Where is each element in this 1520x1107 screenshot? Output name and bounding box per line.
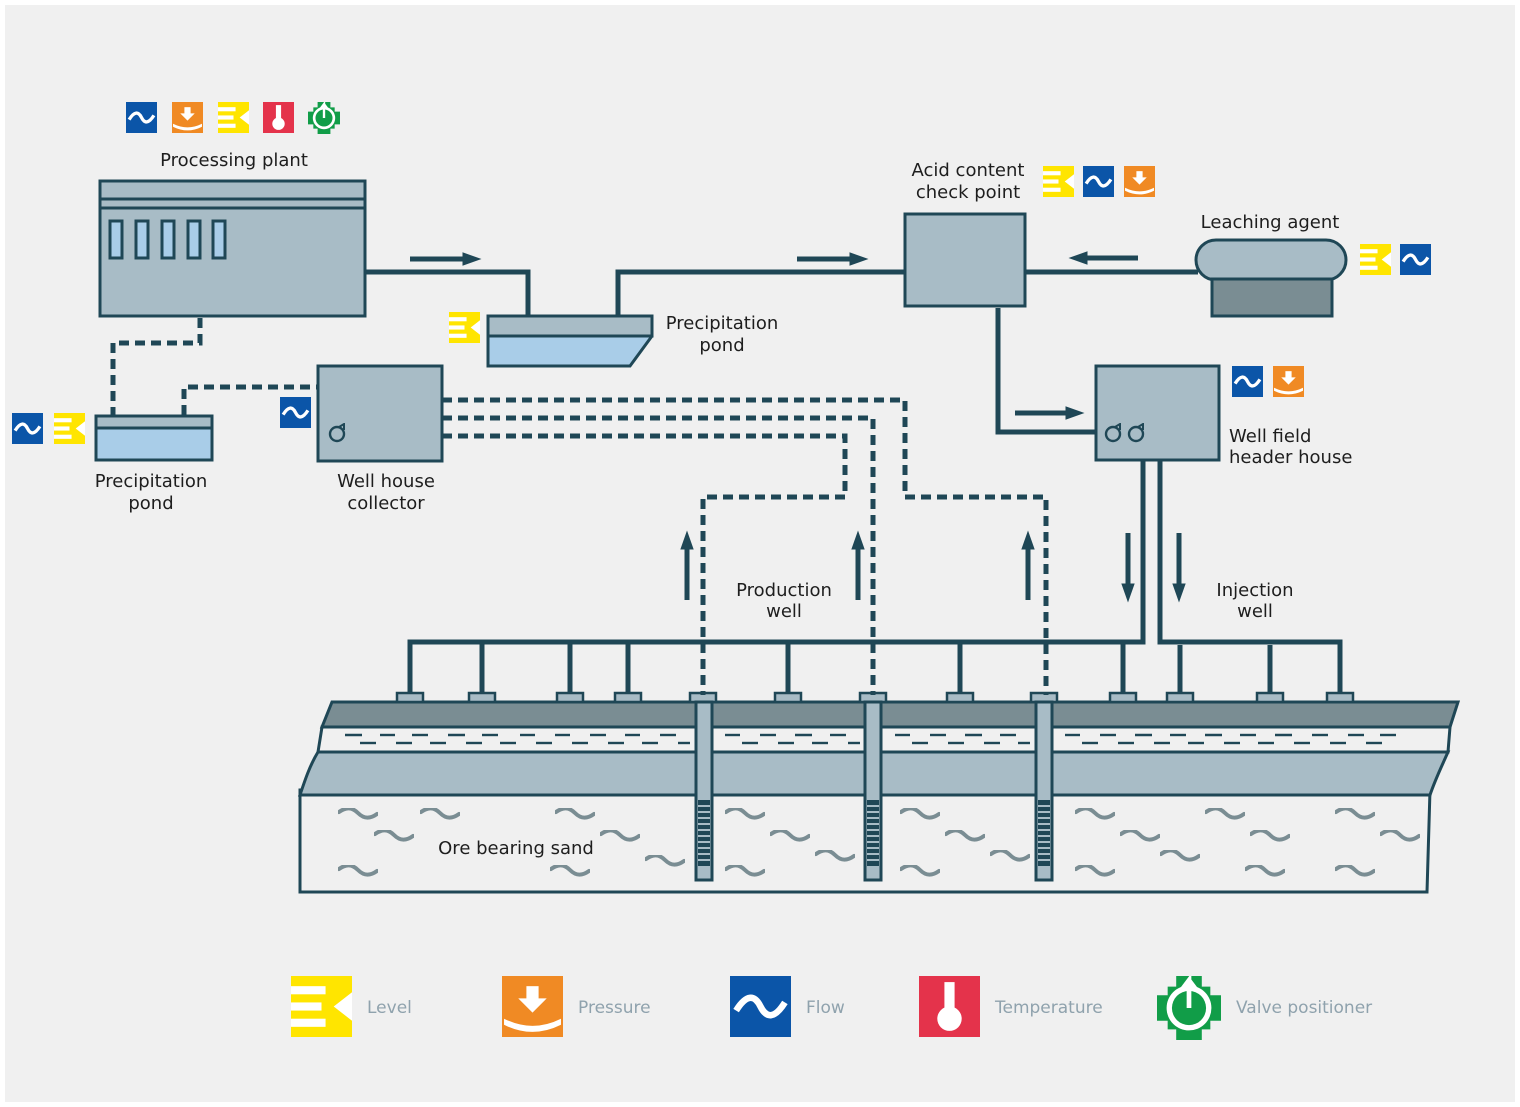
flow-arrows <box>410 251 1186 603</box>
level-icon <box>54 413 85 444</box>
well-field-header-house <box>1094 364 1221 462</box>
well-house-collector <box>316 364 444 463</box>
legend-item-temperature: Temperature <box>919 976 1103 1037</box>
production-return-lines <box>110 318 1049 695</box>
label-check-point: check point <box>916 182 1020 203</box>
upper-pond-instruments <box>449 312 480 343</box>
arrow-up-1 <box>680 530 694 600</box>
flow-icon <box>1232 366 1263 397</box>
legend-label-level: Level <box>367 998 412 1018</box>
label-well-house-2: collector <box>347 493 425 514</box>
precipitation-pond-lower <box>94 414 214 462</box>
layer-dashes <box>345 733 1396 745</box>
label-injection-well-1: Injection <box>1216 580 1293 601</box>
legend-label-valve-positioner: Valve positioner <box>1236 998 1372 1018</box>
flow-icon <box>126 102 157 133</box>
temperature-icon <box>919 976 980 1037</box>
label-well-field-2: header house <box>1229 447 1352 468</box>
label-ore-sand: Ore bearing sand <box>438 838 594 859</box>
level-icon <box>449 312 480 343</box>
arrow-right-2 <box>797 252 869 266</box>
legend-label-temperature: Temperature <box>994 998 1103 1018</box>
label-production-well-1: Production <box>736 580 832 601</box>
label-acid-content: Acid content <box>912 160 1025 181</box>
plant-window <box>134 219 150 260</box>
flow-icon <box>1400 244 1431 275</box>
level-icon <box>291 976 352 1037</box>
label-leaching-agent: Leaching agent <box>1201 212 1340 233</box>
legend-label-pressure: Pressure <box>578 998 651 1018</box>
process-pipes <box>365 269 1198 435</box>
label-well-field-1: Well field <box>1229 426 1311 447</box>
arrow-up-2 <box>851 530 865 600</box>
arrow-right-3 <box>1015 406 1085 420</box>
processing-plant <box>98 179 367 318</box>
flow-icon <box>280 397 311 428</box>
acid-check-instruments <box>1043 166 1155 197</box>
flow-icon <box>1083 166 1114 197</box>
well-house-instruments <box>280 397 311 428</box>
level-icon <box>1043 166 1074 197</box>
label-processing-plant: Processing plant <box>160 150 308 171</box>
label-precip-pond-upper-1: Precipitation <box>666 313 779 334</box>
leaching-agent-tank <box>1194 238 1348 318</box>
legend-item-level: Level <box>291 976 412 1037</box>
label-precip-pond-lower-2: pond <box>128 493 173 514</box>
top-soil-layer <box>319 700 1461 729</box>
plant-window <box>160 219 176 260</box>
arrow-down-2 <box>1172 533 1186 603</box>
diagram-labels: Processing plant Acid content check poin… <box>95 150 1353 859</box>
legend-item-pressure: Pressure <box>502 976 651 1037</box>
legend: Level Pressure Flow Temperature Valve po… <box>291 976 1372 1040</box>
plant-window <box>211 219 227 260</box>
plant-window <box>186 219 202 260</box>
pressure-icon <box>502 976 563 1037</box>
legend-item-flow: Flow <box>730 976 845 1037</box>
level-icon <box>218 102 249 133</box>
level-icon <box>1360 244 1391 275</box>
plant-window <box>108 219 124 260</box>
label-precip-pond-lower-1: Precipitation <box>95 471 208 492</box>
legend-label-flow: Flow <box>806 998 845 1018</box>
acid-check-point <box>903 212 1027 308</box>
production-well-casing-1 <box>694 700 714 882</box>
label-injection-well-2: well <box>1237 601 1273 622</box>
arrow-down-1 <box>1121 533 1135 603</box>
label-production-well-2: well <box>766 601 802 622</box>
temperature-icon <box>263 102 294 133</box>
label-well-house-1: Well house <box>337 471 435 492</box>
precipitation-pond-upper <box>486 314 654 368</box>
pressure-icon <box>1124 166 1155 197</box>
flow-icon <box>730 976 791 1037</box>
clay-layer <box>316 725 1452 754</box>
arrow-left-1 <box>1068 251 1138 265</box>
injection-pipe-network <box>407 460 1343 695</box>
production-well-casing-3 <box>1034 700 1054 882</box>
arrow-up-3 <box>1021 530 1035 600</box>
production-well-casings <box>694 700 1054 882</box>
pressure-icon <box>1273 366 1304 397</box>
production-well-casing-2 <box>863 700 883 882</box>
flow-icon <box>12 413 43 444</box>
arrow-right-1 <box>410 252 482 266</box>
well-caps <box>395 691 1355 704</box>
label-precip-pond-upper-2: pond <box>699 335 744 356</box>
legend-item-valve-positioner: Valve positioner <box>1157 976 1372 1040</box>
pressure-icon <box>172 102 203 133</box>
